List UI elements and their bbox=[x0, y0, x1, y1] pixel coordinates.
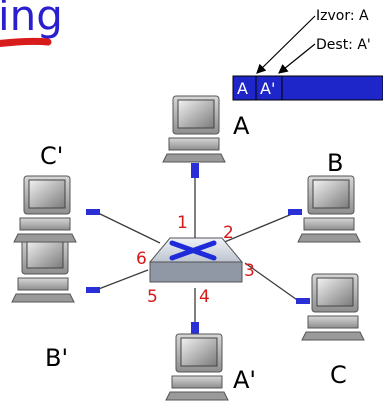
host-label-c: C bbox=[330, 361, 347, 389]
source-arrow bbox=[256, 15, 316, 74]
title-underline bbox=[0, 37, 52, 47]
frame-source-label: Izvor: A bbox=[316, 8, 369, 24]
dest-arrow bbox=[278, 43, 316, 74]
computer-b-prime-icon bbox=[11, 235, 75, 303]
connector-b-prime bbox=[86, 287, 100, 293]
port-1-label: 1 bbox=[177, 213, 188, 233]
connector-b bbox=[288, 209, 302, 215]
port-2-label: 2 bbox=[223, 223, 234, 243]
connector-a bbox=[191, 163, 199, 178]
computer-c-icon bbox=[301, 273, 365, 341]
frame-dst-field: A' bbox=[260, 79, 275, 98]
port-3-label: 3 bbox=[244, 261, 255, 281]
switch bbox=[148, 237, 244, 283]
host-label-b: B bbox=[327, 149, 343, 177]
host-label-c-prime: C' bbox=[40, 142, 63, 170]
frame-dest-label: Dest: A' bbox=[316, 37, 371, 53]
connector-c bbox=[296, 298, 310, 304]
connector-c-prime bbox=[86, 209, 100, 215]
link-port-6 bbox=[95, 211, 161, 244]
host-label-b-prime: B' bbox=[45, 344, 68, 372]
computer-c-prime-icon bbox=[13, 175, 77, 243]
frame-bar: A A' bbox=[232, 75, 383, 101]
link-port-2 bbox=[221, 213, 293, 244]
frame-src-field: A bbox=[237, 79, 248, 98]
port-6-label: 6 bbox=[136, 249, 147, 269]
connector-a-prime bbox=[191, 322, 199, 334]
link-port-5 bbox=[95, 269, 149, 291]
port-4-label: 4 bbox=[199, 287, 210, 307]
host-label-a: A bbox=[233, 112, 250, 140]
title-fragment: ing bbox=[0, 0, 63, 40]
computer-b-icon bbox=[297, 175, 361, 243]
host-label-a-prime: A' bbox=[233, 366, 256, 394]
link-port-3 bbox=[244, 262, 301, 303]
switch-arrows-icon bbox=[169, 240, 217, 261]
computer-a-prime-icon bbox=[165, 333, 229, 401]
port-5-label: 5 bbox=[147, 287, 158, 307]
computer-a-icon bbox=[162, 95, 226, 163]
